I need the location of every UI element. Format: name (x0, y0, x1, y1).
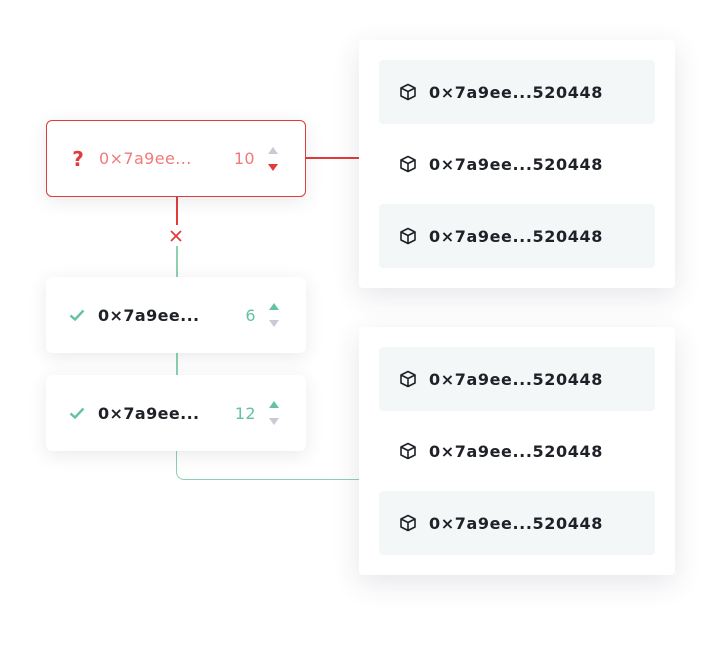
node-address: 0×7a9ee... (99, 149, 192, 168)
count-stepper[interactable] (265, 146, 281, 171)
connector-green-vertical-1 (176, 246, 178, 277)
question-icon: ? (72, 146, 84, 171)
block-row[interactable]: 0×7a9ee...520448 (379, 60, 655, 124)
node-address: 0×7a9ee... (98, 403, 200, 423)
block-hash: 0×7a9ee...520448 (429, 82, 603, 102)
node-card-error[interactable]: ? 0×7a9ee... 10 (46, 120, 306, 197)
cube-icon (399, 442, 417, 460)
decrement-arrow-icon[interactable] (269, 320, 279, 327)
increment-arrow-icon[interactable] (269, 401, 279, 408)
block-row[interactable]: 0×7a9ee...520448 (379, 132, 655, 196)
increment-arrow-icon[interactable] (269, 303, 279, 310)
connector-green-vertical-2 (176, 353, 178, 375)
block-hash: 0×7a9ee...520448 (429, 513, 603, 533)
cube-icon (399, 514, 417, 532)
check-icon (66, 309, 88, 321)
block-list-panel-1: 0×7a9ee...520448 0×7a9ee...520448 0×7a9e… (359, 40, 675, 288)
increment-arrow-icon[interactable] (268, 146, 278, 154)
node-count: 12 (234, 403, 256, 423)
cube-icon (399, 155, 417, 173)
cube-icon (399, 370, 417, 388)
block-hash: 0×7a9ee...520448 (429, 226, 603, 246)
block-row[interactable]: 0×7a9ee...520448 (379, 347, 655, 411)
node-address: 0×7a9ee... (98, 305, 200, 325)
cube-icon (399, 227, 417, 245)
connector-error-horizontal (306, 157, 360, 159)
count-stepper[interactable] (266, 303, 282, 327)
node-card-ok[interactable]: 0×7a9ee... 12 (46, 375, 306, 451)
block-hash: 0×7a9ee...520448 (429, 154, 603, 174)
node-card-ok[interactable]: 0×7a9ee... 6 (46, 277, 306, 353)
cube-icon (399, 83, 417, 101)
cross-icon (169, 228, 183, 242)
block-row[interactable]: 0×7a9ee...520448 (379, 419, 655, 483)
decrement-arrow-icon[interactable] (269, 418, 279, 425)
connector-green-elbow (176, 451, 360, 480)
block-row[interactable]: 0×7a9ee...520448 (379, 491, 655, 555)
block-hash: 0×7a9ee...520448 (429, 369, 603, 389)
node-count: 6 (245, 305, 256, 325)
node-count: 10 (233, 149, 255, 168)
check-icon (66, 407, 88, 419)
block-list-panel-2: 0×7a9ee...520448 0×7a9ee...520448 0×7a9e… (359, 327, 675, 575)
connector-error-vertical (176, 197, 178, 225)
block-row[interactable]: 0×7a9ee...520448 (379, 204, 655, 268)
count-stepper[interactable] (266, 401, 282, 425)
decrement-arrow-icon[interactable] (268, 163, 278, 171)
block-hash: 0×7a9ee...520448 (429, 441, 603, 461)
